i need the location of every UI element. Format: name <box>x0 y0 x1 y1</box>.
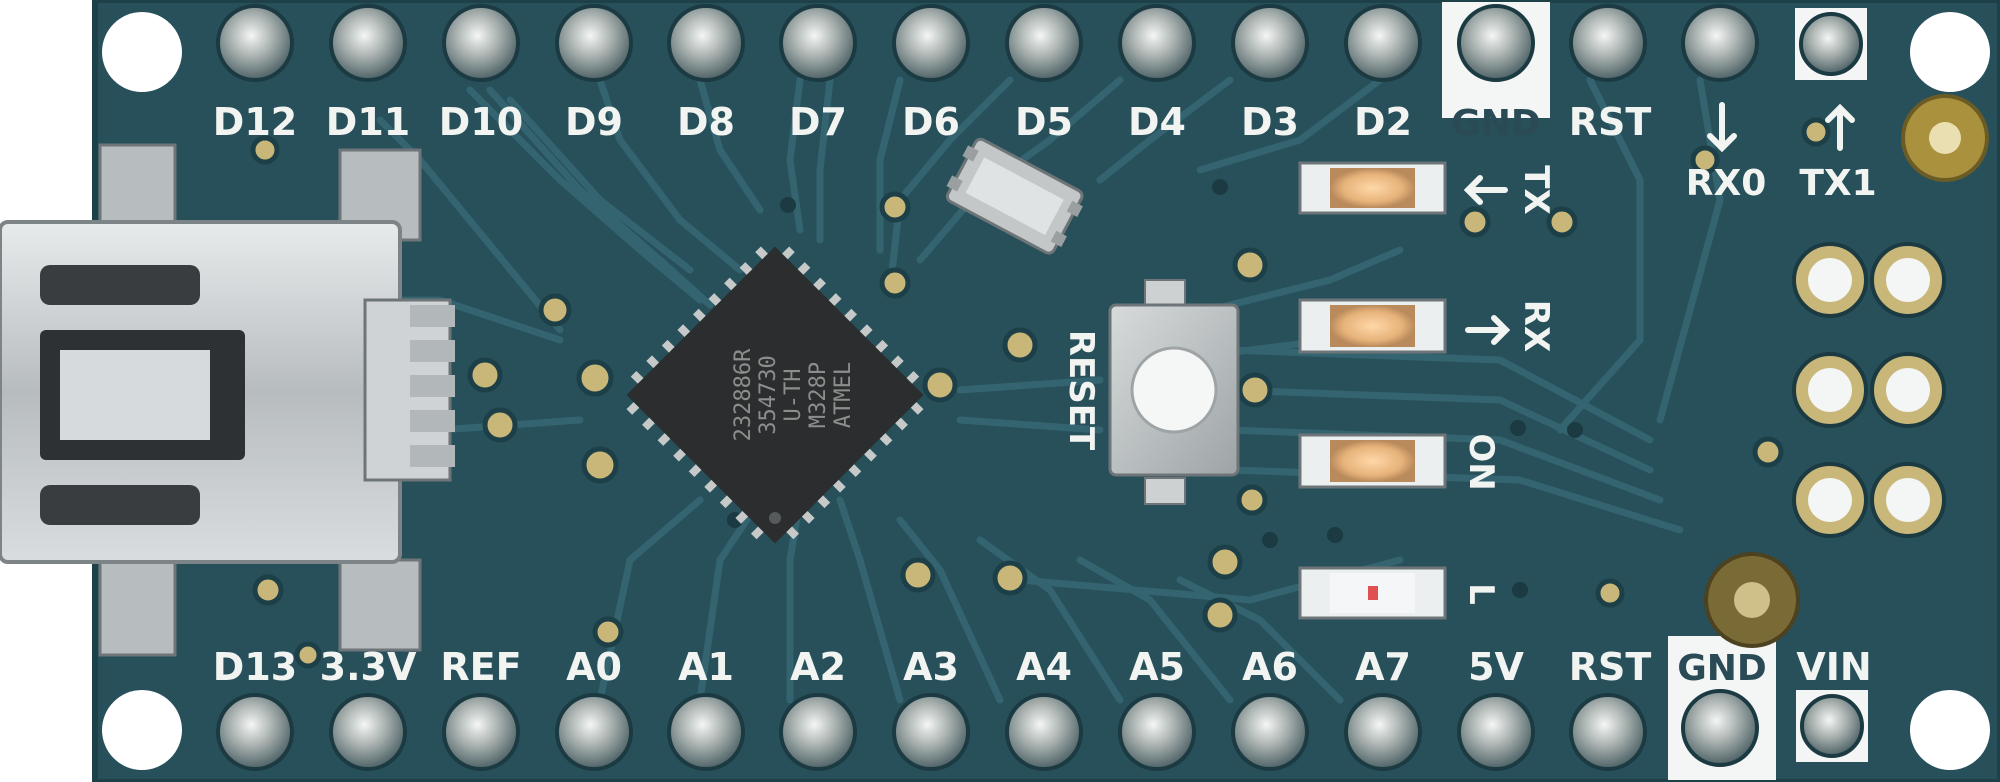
label-bottom-a4: A4 <box>1016 645 1072 689</box>
label-reset: RESET <box>1061 330 1101 451</box>
chip-marking-line-5: 232886R <box>731 348 756 441</box>
reset-button <box>1108 279 1240 505</box>
top-header-pins <box>216 4 1759 82</box>
label-top-d10: D10 <box>439 100 523 144</box>
mounting-holes <box>102 12 1990 770</box>
label-led-rx: RX <box>1516 300 1556 352</box>
label-led-tx: TX <box>1516 165 1556 214</box>
label-top-d12: D12 <box>213 100 297 144</box>
led-tx <box>1298 161 1447 215</box>
label-top-gnd: GND <box>1451 103 1541 144</box>
led-on <box>1298 433 1447 489</box>
label-bottom-a6: A6 <box>1242 645 1298 689</box>
bottom-pin-labels: D13 3.3V REF A0 A1 A2 A3 A4 A5 A6 A7 5V … <box>213 645 1872 689</box>
gnd-top-pin <box>1457 4 1535 82</box>
label-bottom-a3: A3 <box>903 645 959 689</box>
chip-marking-line-4: 354730 <box>756 355 781 434</box>
crystal-resonator <box>945 137 1084 255</box>
chip-marking-line-2: M328P <box>806 362 831 428</box>
label-top-rx0: RX0 <box>1686 163 1767 204</box>
tx1-arrow-icon <box>1825 103 1855 151</box>
tx-arrow-icon <box>1463 175 1508 205</box>
bottom-header-pins <box>216 693 1647 771</box>
label-top-d5: D5 <box>1015 100 1073 144</box>
gnd-bottom-pin <box>1681 689 1759 767</box>
chip-marking-line-1: ATMEL <box>831 362 856 428</box>
rx-arrow-icon <box>1465 315 1511 345</box>
label-bottom-a7: A7 <box>1355 645 1411 689</box>
label-led-on: ON <box>1461 433 1501 490</box>
label-bottom-ref: REF <box>440 645 521 689</box>
label-top-d9: D9 <box>565 100 623 144</box>
rx0-arrow-icon <box>1707 102 1737 153</box>
mini-usb-connector <box>0 143 455 657</box>
label-bottom-a0: A0 <box>566 645 622 689</box>
top-pin-labels: D12 D11 D10 D9 D8 D7 D6 D5 D4 D3 D2 GND … <box>213 100 1877 204</box>
label-top-d3: D3 <box>1241 100 1299 144</box>
pcb-vias <box>250 117 1831 669</box>
label-top-d4: D4 <box>1128 100 1186 144</box>
chip-markings: ATMEL M328P U-TH 354730 232886R <box>731 348 856 441</box>
label-bottom-5v: 5V <box>1468 645 1524 689</box>
label-bottom-a1: A1 <box>678 645 734 689</box>
label-top-rst: RST <box>1569 100 1652 144</box>
label-bottom-3v3: 3.3V <box>320 645 417 689</box>
label-bottom-a5: A5 <box>1129 645 1185 689</box>
label-top-d8: D8 <box>677 100 735 144</box>
led-l <box>1298 566 1447 620</box>
label-top-d11: D11 <box>326 100 410 144</box>
label-bottom-vin: VIN <box>1796 645 1871 689</box>
label-top-tx1: TX1 <box>1799 163 1876 204</box>
label-bottom-d13: D13 <box>213 645 297 689</box>
label-bottom-a2: A2 <box>790 645 846 689</box>
silk-arrows <box>1463 102 1855 345</box>
label-top-d6: D6 <box>902 100 960 144</box>
chip-marking-line-3: U-TH <box>781 369 806 422</box>
label-bottom-gnd: GND <box>1677 648 1767 689</box>
led-rx <box>1298 298 1447 354</box>
label-bottom-rst: RST <box>1569 645 1652 689</box>
atmega328p-chip <box>626 246 924 544</box>
label-top-d7: D7 <box>789 100 847 144</box>
pcb-dark-vias <box>727 179 1583 598</box>
label-led-l: L <box>1461 583 1501 605</box>
label-top-d2: D2 <box>1354 100 1412 144</box>
